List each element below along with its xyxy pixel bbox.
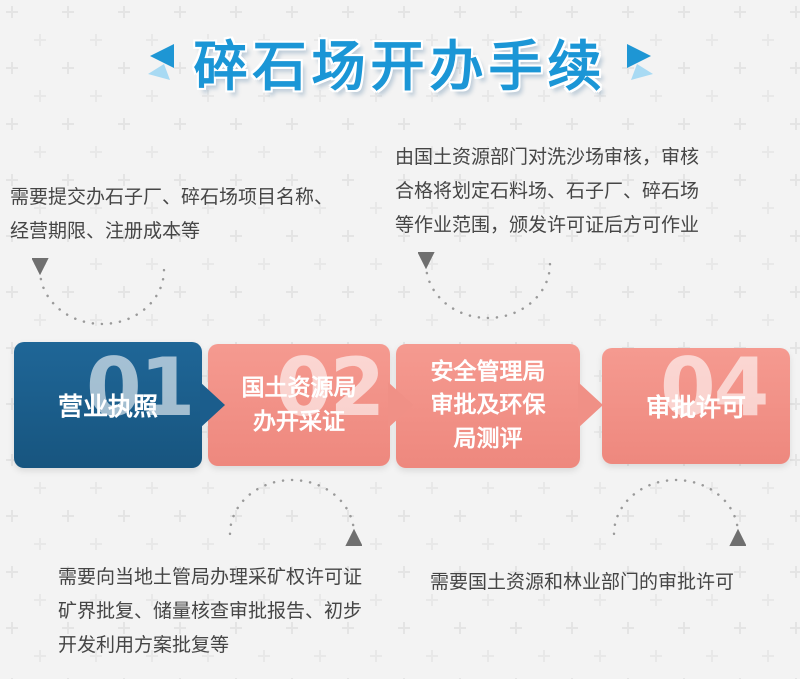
title-bar: 碎石场开办手续 <box>0 22 800 101</box>
title-deco-left-icon <box>147 43 174 80</box>
step-safety-environment: 安全管理局 审批及环保 局测评 <box>396 344 580 468</box>
dotted-arc-top-right <box>418 252 552 320</box>
step-label: 国土资源局 办开采证 <box>241 374 357 436</box>
flow-arrow-icon <box>388 382 413 428</box>
step-label: 营业执照 <box>57 392 158 421</box>
note-bottom-left: 需要向当地土管局办理采矿权许可证 矿界批复、储量核查审批报告、初步 开发利用方案… <box>58 566 363 657</box>
step-label: 审批许可 <box>645 393 746 422</box>
note-bottom-right: 需要国土资源和林业部门的审批许可 <box>430 571 735 593</box>
step-label: 安全管理局 审批及环保 局测评 <box>430 358 546 452</box>
step-mining-permit: 国土资源局 办开采证 <box>208 344 390 466</box>
note-top-left: 需要提交办石子厂、碎石场项目名称、 经营期限、注册成本等 <box>10 186 334 243</box>
step-approval: 审批许可 <box>602 348 790 464</box>
step-business-license: 营业执照 <box>14 342 202 468</box>
note-top-right: 由国土资源部门对洗沙场审核，审核 合格将划定石料场、石子厂、碎石场 等作业范围，… <box>395 146 700 237</box>
dotted-arc-top-left <box>32 258 166 326</box>
dotted-arc-bottom-right <box>612 478 746 547</box>
flow-arrow-icon <box>200 382 225 428</box>
dotted-arc-bottom-left <box>228 478 362 547</box>
flow-arrow-icon <box>578 382 603 428</box>
title-deco-right-icon <box>626 43 653 80</box>
page-title: 碎石场开办手续 <box>193 35 607 98</box>
